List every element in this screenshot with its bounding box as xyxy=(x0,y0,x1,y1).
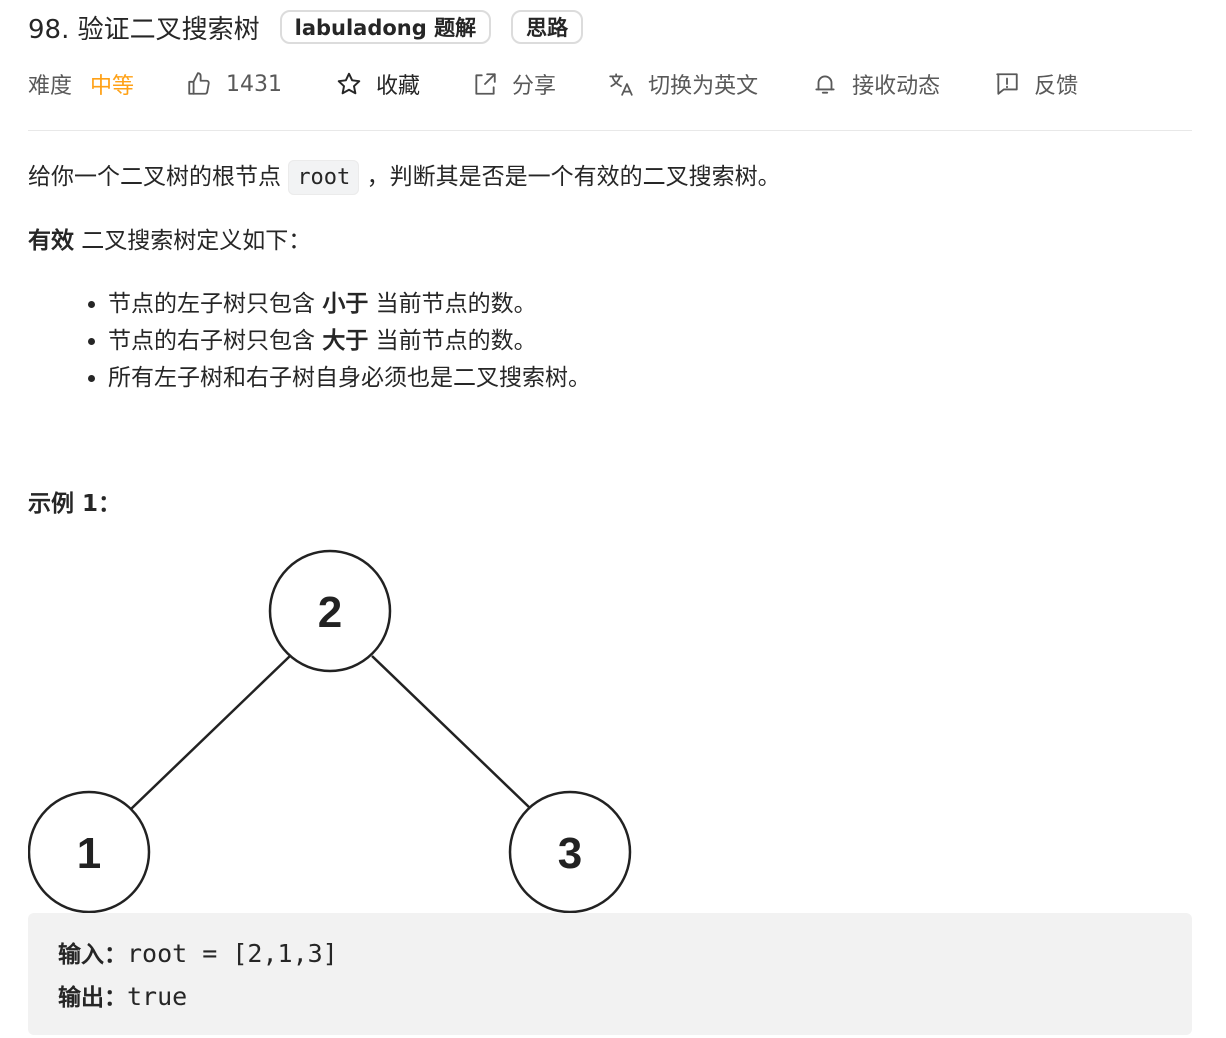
list-item: 节点的左子树只包含 小于 当前节点的数。 xyxy=(108,286,591,323)
translate-label: 切换为英文 xyxy=(648,74,759,99)
meta-toolbar: 难度 中等 1431 收藏 分享 xyxy=(28,64,1078,104)
difficulty-label: 难度 xyxy=(28,74,73,99)
tree-edge xyxy=(371,655,532,810)
tag-labuladong-solution[interactable]: labuladong 题解 xyxy=(279,10,492,44)
feedback-label: 反馈 xyxy=(1034,74,1079,99)
rules-list: 节点的左子树只包含 小于 当前节点的数。 节点的右子树只包含 大于 当前节点的数… xyxy=(28,286,591,397)
translate-icon xyxy=(609,73,633,96)
example-title: 示例 1： xyxy=(28,491,122,517)
tag-approach[interactable]: 思路 xyxy=(511,10,584,44)
translate-button[interactable]: 切换为英文 xyxy=(608,68,758,100)
list-item: 所有左子树和右子树自身必须也是二叉搜索树。 xyxy=(108,360,591,397)
tree-node-label: 3 xyxy=(558,829,582,878)
tree-node-label: 1 xyxy=(77,829,101,878)
description-paragraph-2: 有效 二叉搜索树定义如下： xyxy=(28,228,312,254)
title-row: 98. 验证二叉搜索树 labuladong 题解 思路 xyxy=(28,8,603,46)
feedback-icon xyxy=(996,73,1018,95)
bell-icon xyxy=(815,75,835,94)
subscribe-label: 接收动态 xyxy=(852,74,941,99)
favorite-label: 收藏 xyxy=(376,74,421,99)
tree-node-circle xyxy=(28,790,151,914)
favorite-button[interactable]: 收藏 xyxy=(336,68,420,100)
feedback-button[interactable]: 反馈 xyxy=(994,68,1078,100)
description-paragraph-1: 给你一个二叉树的根节点 root ，判断其是否是一个有效的二叉搜索树。 xyxy=(28,159,781,196)
list-item: 节点的右子树只包含 大于 当前节点的数。 xyxy=(108,323,591,360)
tree-edge xyxy=(130,655,291,810)
tree-node-label: 2 xyxy=(318,588,342,637)
example-input-value: root = [2,1,3] xyxy=(127,939,338,968)
example-output-line: 输出：true xyxy=(58,982,188,1011)
star-icon xyxy=(337,72,361,95)
example-input-line: 输入：root = [2,1,3] xyxy=(58,939,338,968)
thumbs-up-icon xyxy=(188,72,210,95)
problem-title: 98. 验证二叉搜索树 xyxy=(28,14,260,45)
like-count: 1431 xyxy=(226,71,283,97)
difficulty-badge: 中等 xyxy=(90,74,135,99)
example-output-value: true xyxy=(127,982,188,1011)
like-button[interactable]: 1431 xyxy=(186,71,282,97)
tree-diagram: 2 1 3 xyxy=(28,549,632,914)
tree-node-circle xyxy=(508,790,632,914)
divider xyxy=(28,130,1192,131)
example-code-block: 输入：root = [2,1,3] 输出：true xyxy=(28,913,1192,1035)
subscribe-button[interactable]: 接收动态 xyxy=(812,68,940,100)
tree-node-circle xyxy=(268,549,392,673)
share-button[interactable]: 分享 xyxy=(472,68,556,100)
share-label: 分享 xyxy=(512,74,557,99)
share-icon xyxy=(475,73,496,95)
inline-code-root: root xyxy=(288,160,360,195)
